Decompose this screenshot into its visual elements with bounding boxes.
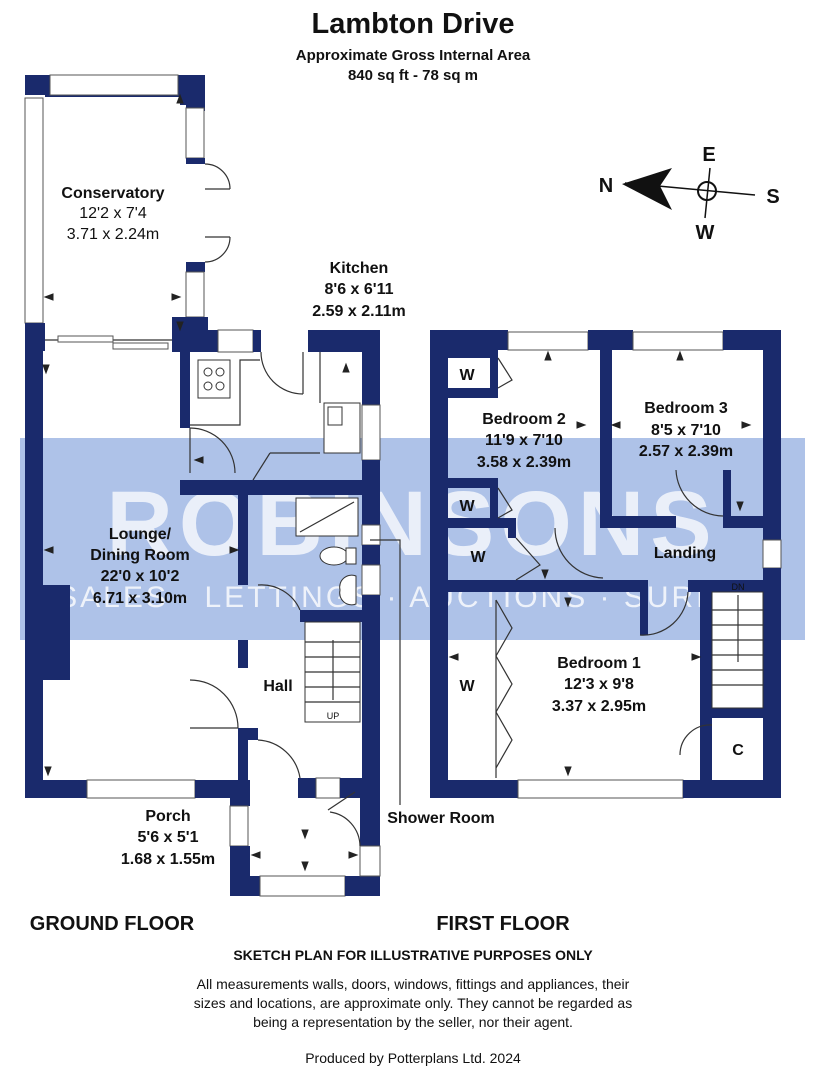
porch-metric: 1.68 x 1.55m bbox=[121, 851, 215, 868]
bedroom3-name: Bedroom 3 bbox=[644, 400, 728, 417]
kitchen-imperial: 8'6 x 6'11 bbox=[324, 281, 393, 298]
stairs-up-label: UP bbox=[327, 711, 340, 721]
lounge-metric: 6.71 x 3.10m bbox=[93, 590, 187, 607]
disclaimer-line-2: sizes and locations, are approximate onl… bbox=[194, 995, 632, 1011]
compass-s: S bbox=[766, 186, 779, 208]
porch-imperial: 5'6 x 5'1 bbox=[138, 829, 199, 846]
cupboard-label: C bbox=[732, 742, 744, 759]
ground-floor-labels: Conservatory 12'2 x 7'4 3.71 x 2.24m Kit… bbox=[61, 185, 494, 868]
conservatory-metric: 3.71 x 2.24m bbox=[67, 226, 160, 243]
area-value: 840 sq ft - 78 sq m bbox=[348, 67, 478, 84]
bedroom2-metric: 3.58 x 2.39m bbox=[477, 454, 571, 471]
kitchen-name: Kitchen bbox=[330, 260, 389, 277]
kitchen-sink-icon bbox=[323, 402, 361, 454]
compass-axis-ew bbox=[704, 167, 711, 219]
ground-floor-label: GROUND FLOOR bbox=[30, 913, 195, 935]
lounge-name-2: Dining Room bbox=[90, 547, 190, 564]
compass-center-icon bbox=[697, 181, 717, 201]
wardrobe-label-3: W bbox=[470, 549, 486, 566]
bedroom3-imperial: 8'5 x 7'10 bbox=[651, 422, 721, 439]
first-floor-label: FIRST FLOOR bbox=[436, 913, 570, 935]
lounge-imperial: 22'0 x 10'2 bbox=[101, 568, 180, 585]
bedroom1-name: Bedroom 1 bbox=[557, 655, 641, 672]
area-subtitle: Approximate Gross Internal Area bbox=[296, 47, 531, 64]
compass-w: W bbox=[696, 222, 715, 244]
lounge-name-1: Lounge/ bbox=[109, 526, 172, 543]
basin-icon bbox=[339, 574, 357, 606]
compass-arrow-icon bbox=[622, 168, 672, 210]
bedroom1-imperial: 12'3 x 9'8 bbox=[564, 676, 634, 693]
first-floor-fixtures bbox=[448, 350, 764, 778]
conservatory-name: Conservatory bbox=[61, 185, 164, 202]
first-floor-walls bbox=[430, 330, 782, 799]
compass-n: N bbox=[599, 175, 613, 197]
hall-name: Hall bbox=[263, 678, 292, 695]
landing-name: Landing bbox=[654, 545, 716, 562]
plan-title: Lambton Drive bbox=[311, 8, 514, 40]
porch-name: Porch bbox=[145, 808, 190, 825]
bedroom2-name: Bedroom 2 bbox=[482, 411, 566, 428]
compass-e: E bbox=[702, 144, 715, 166]
ground-floor-fixtures bbox=[42, 93, 401, 872]
toilet-icon bbox=[319, 546, 349, 566]
disclaimer-title: SKETCH PLAN FOR ILLUSTRATIVE PURPOSES ON… bbox=[233, 947, 593, 963]
wardrobe-label-2: W bbox=[459, 498, 475, 515]
shower-room-name: Shower Room bbox=[387, 810, 495, 827]
bedroom3-metric: 2.57 x 2.39m bbox=[639, 443, 733, 460]
conservatory-imperial: 12'2 x 7'4 bbox=[79, 205, 147, 222]
disclaimer-line-3: being a representation by the seller, no… bbox=[253, 1014, 573, 1030]
ground-floor-walls bbox=[24, 74, 381, 897]
bedroom1-metric: 3.37 x 2.95m bbox=[552, 698, 646, 715]
compass: N E S W bbox=[599, 144, 780, 244]
hob-icon bbox=[197, 359, 231, 399]
kitchen-metric: 2.59 x 2.11m bbox=[312, 303, 405, 320]
bedroom2-imperial: 11'9 x 7'10 bbox=[485, 432, 563, 449]
wardrobe-label-1: W bbox=[459, 367, 475, 384]
wardrobe-label-4: W bbox=[459, 678, 475, 695]
watermark-band bbox=[20, 438, 805, 640]
producer: Produced by Potterplans Ltd. 2024 bbox=[305, 1050, 521, 1066]
first-floor-labels: W W W W Bedroom 2 11'9 x 7'10 3.58 x 2.3… bbox=[459, 367, 744, 759]
stairs-down-label: DN bbox=[732, 582, 745, 592]
disclaimer-line-1: All measurements walls, doors, windows, … bbox=[197, 976, 630, 992]
